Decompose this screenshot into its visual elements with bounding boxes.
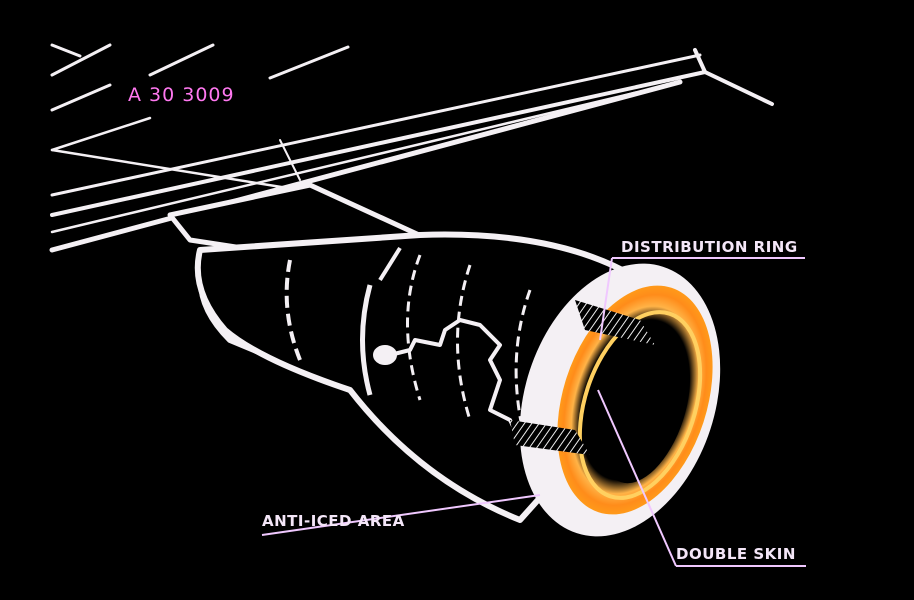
intake-lip <box>510 263 721 537</box>
anti-iced-area-label: ANTI-ICED AREA <box>262 512 405 530</box>
distribution-ring-label: DISTRIBUTION RING <box>621 238 798 256</box>
slide-id: A 30 3009 <box>128 84 235 106</box>
leader-lines <box>261 257 806 567</box>
double-skin-label: DOUBLE SKIN <box>676 545 796 563</box>
hot-air-duct <box>373 318 522 441</box>
wing-structure <box>49 43 774 253</box>
